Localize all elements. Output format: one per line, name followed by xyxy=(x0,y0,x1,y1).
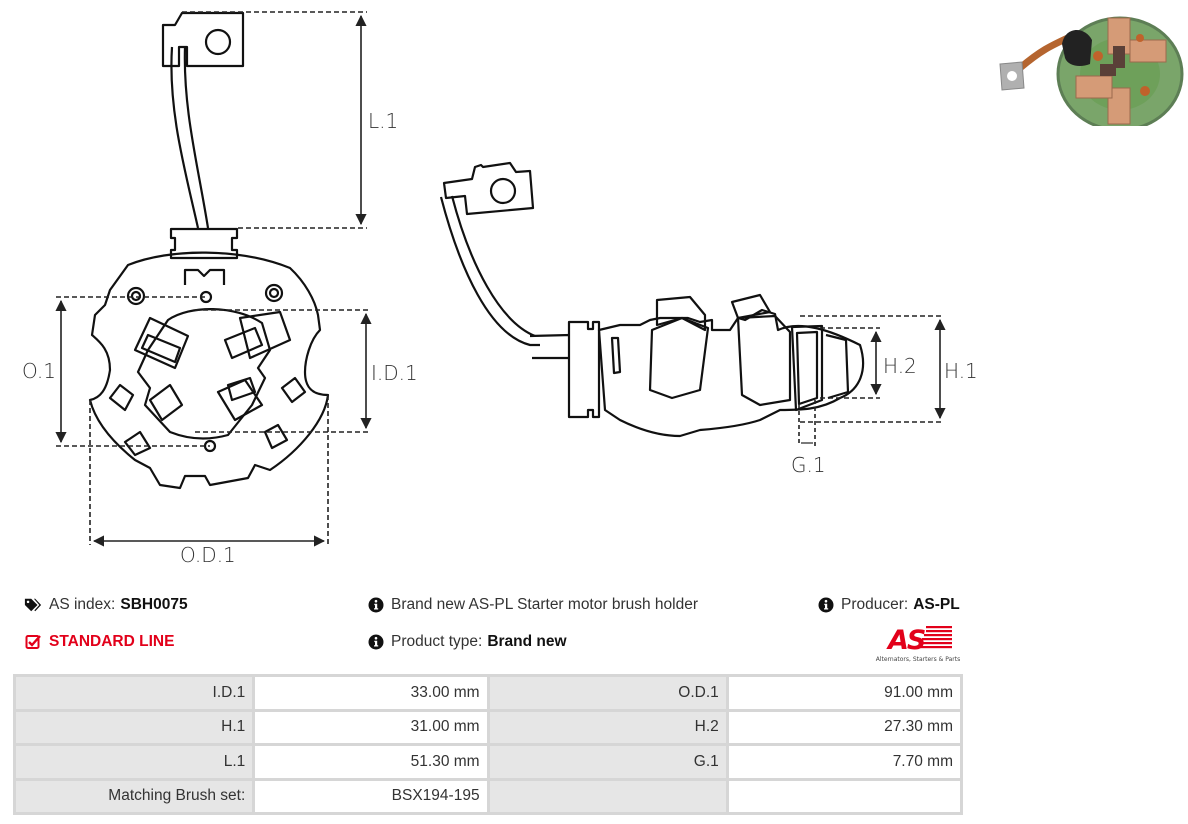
product-type: Product type: Brand new xyxy=(368,633,567,651)
rivet-right xyxy=(264,283,284,303)
product-type-value: Brand new xyxy=(487,633,567,650)
producer-value: AS-PL xyxy=(913,596,960,613)
producer: Producer: AS-PL xyxy=(818,596,960,614)
spec-value: 51.30 mm xyxy=(252,743,490,781)
info-circle-icon xyxy=(368,597,384,613)
tags-icon xyxy=(24,598,42,612)
terminal-hole xyxy=(204,28,232,56)
brush-box-right xyxy=(736,314,792,407)
logo-mark: AS xyxy=(886,625,925,656)
dim-label-o1: O.1 xyxy=(22,359,56,383)
spec-key: H.1 xyxy=(12,708,256,746)
slot xyxy=(123,430,152,457)
table-row: L.1 51.30 mm G.1 7.70 mm xyxy=(12,743,964,781)
brush-box-top-right xyxy=(223,310,292,360)
plate-outline xyxy=(88,251,330,490)
as-index-value: SBH0075 xyxy=(120,596,188,613)
rivet-left xyxy=(126,286,146,306)
product-description: Brand new AS-PL Starter motor brush hold… xyxy=(368,596,698,614)
producer-label: Producer: xyxy=(841,596,909,613)
slot xyxy=(108,383,135,412)
spec-key xyxy=(486,777,729,815)
description-text: Brand new AS-PL Starter motor brush hold… xyxy=(391,596,698,613)
front-view-dimensions xyxy=(55,11,372,547)
spec-value: 31.00 mm xyxy=(252,708,490,746)
spec-value: BSX194-195 xyxy=(252,777,490,815)
brush-box-bottom-right xyxy=(216,376,264,422)
table-row: H.1 31.00 mm H.2 27.30 mm xyxy=(12,708,964,746)
dim-label-h2: H.2 xyxy=(883,354,917,378)
logo-tagline: Alternators, Starters & Parts xyxy=(876,656,961,663)
spec-key: L.1 xyxy=(12,743,256,781)
brush-face xyxy=(795,330,819,406)
brush-box-bottom-left xyxy=(148,383,184,422)
brush-box-left-top xyxy=(655,295,707,332)
side-view-dimensions xyxy=(798,315,946,446)
technical-drawing: L.1 O.1 I.D.1 O.D.1 H.2 H.1 G.1 xyxy=(22,11,978,567)
slot xyxy=(280,376,307,404)
spec-key: Matching Brush set: xyxy=(12,777,256,815)
spec-value: 27.30 mm xyxy=(725,708,964,746)
brush-box-top-left xyxy=(133,316,190,370)
standard-line-label: STANDARD LINE xyxy=(49,633,175,650)
spec-key: H.2 xyxy=(486,708,729,746)
spec-value: 7.70 mm xyxy=(725,743,964,781)
terminal-plate xyxy=(442,161,535,216)
dim-label-h1: H.1 xyxy=(944,359,978,383)
spec-key: O.D.1 xyxy=(486,674,729,712)
table-row: Matching Brush set: BSX194-195 xyxy=(12,777,964,815)
grommet xyxy=(567,320,601,419)
product-type-label: Product type: xyxy=(391,633,483,650)
as-pl-logo: AS Alternators, Starters & Parts xyxy=(876,625,961,663)
lead-wire xyxy=(439,195,540,347)
dim-label-od1: O.D.1 xyxy=(180,543,236,567)
info-circle-icon xyxy=(368,634,384,650)
dim-label-g1: G.1 xyxy=(791,453,826,477)
grommet xyxy=(169,227,239,260)
check-square-icon xyxy=(25,635,41,649)
terminal-plate xyxy=(161,11,245,68)
lead-wire xyxy=(170,46,210,229)
info-circle-icon xyxy=(818,597,834,613)
top-notch xyxy=(183,268,226,285)
commutator-opening xyxy=(136,308,272,440)
dim-label-l1: L.1 xyxy=(368,109,398,133)
product-photo xyxy=(999,16,1184,126)
brush-box-right-top xyxy=(730,293,772,320)
holder-body xyxy=(597,308,865,438)
wire-sleeve xyxy=(529,333,572,360)
terminal-hole xyxy=(489,177,517,205)
brush-end xyxy=(790,324,824,412)
side-view xyxy=(439,161,865,438)
slot xyxy=(263,423,289,450)
spec-table: I.D.1 33.00 mm O.D.1 91.00 mm H.1 31.00 … xyxy=(12,674,964,815)
standard-line-badge: STANDARD LINE xyxy=(24,633,174,651)
spec-value xyxy=(725,777,964,815)
spec-key: I.D.1 xyxy=(12,674,256,712)
spec-key: G.1 xyxy=(486,743,729,781)
dim-label-id1: I.D.1 xyxy=(371,361,418,385)
spec-value: 91.00 mm xyxy=(725,674,964,712)
spec-value: 33.00 mm xyxy=(252,674,490,712)
table-row: I.D.1 33.00 mm O.D.1 91.00 mm xyxy=(12,674,964,712)
front-view xyxy=(88,11,330,490)
as-index-label: AS index: xyxy=(49,596,116,613)
spring-clip xyxy=(610,333,850,400)
as-index: AS index: SBH0075 xyxy=(24,596,188,614)
brush-box-left xyxy=(648,316,710,400)
